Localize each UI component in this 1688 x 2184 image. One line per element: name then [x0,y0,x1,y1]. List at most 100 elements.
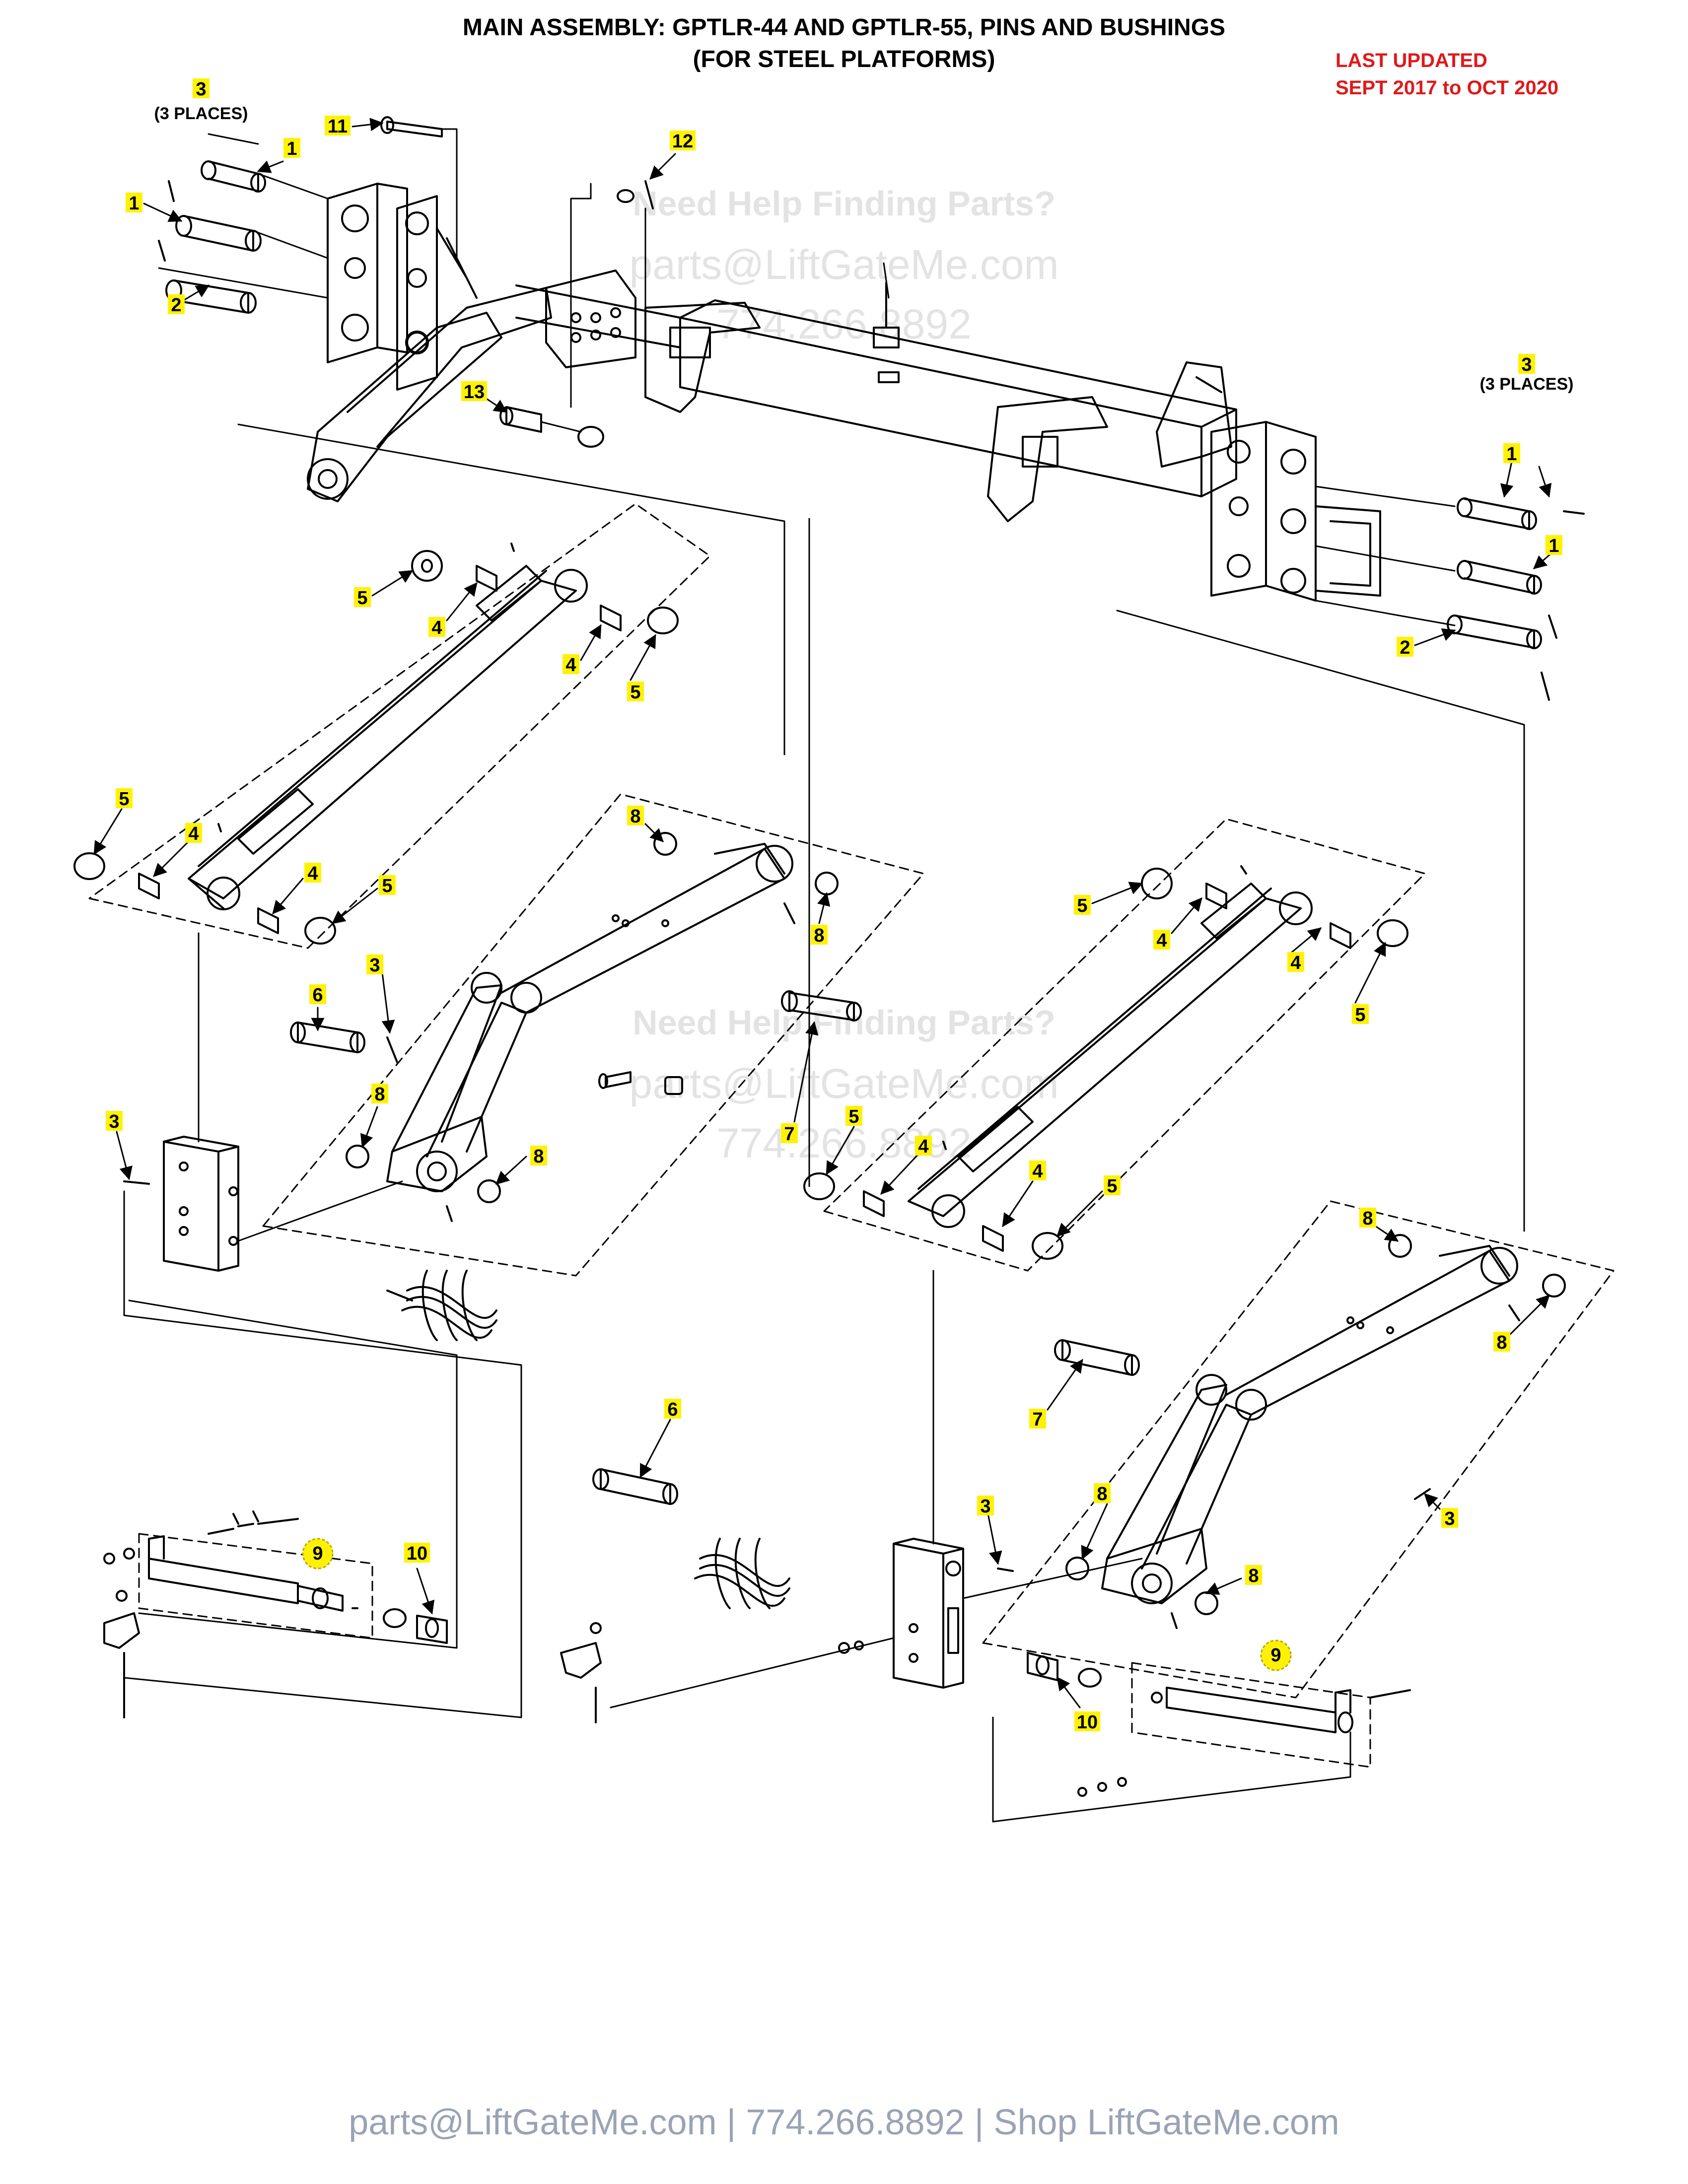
callout-number-24: 8 [374,1084,385,1105]
lower-left-latch [103,1510,448,1718]
last-updated-range: SEPT 2017 to OCT 2020 [1336,77,1559,99]
upper-left-link-arm [73,543,679,945]
callout-number-13: 4 [565,655,576,676]
callout-number-10: 2 [1400,637,1410,658]
callout-badge-5 [168,294,185,314]
callout-badge-22 [309,984,326,1004]
callout-number-41: 9 [312,1543,323,1564]
pin-6-upper [297,1022,358,1053]
callout-number-43: 6 [667,1399,678,1420]
spring-left [386,1270,497,1341]
callout-number-34: 5 [1355,1005,1365,1025]
callout-number-3: 12 [672,131,693,152]
callout-badge-15 [116,788,133,808]
center-lift-arm [346,832,839,1222]
callout-badge-16 [185,823,202,843]
page-title: MAIN ASSEMBLY: GPTLR-44 AND GPTLR-55, PI… [462,14,1226,41]
callout-leaders [93,118,1555,1708]
callout-badge-21 [366,955,383,974]
callout-number-23: 3 [109,1111,119,1132]
callout-number-19: 8 [630,806,640,827]
dashed-group-lower-left-latch [138,1533,373,1639]
callout-number-33: 4 [1290,953,1301,973]
callout-number-25: 8 [533,1146,544,1167]
callout-number-2: 11 [328,116,348,137]
callout-number-37: 7 [1032,1409,1043,1430]
dashed-group-center-arm [262,793,924,1277]
callout-badge-40 [1245,1565,1262,1585]
watermark-email-1: parts@LiftGateMe.com [629,241,1059,288]
upper-right-pins [1447,497,1585,701]
callout-badge-25 [530,1146,547,1165]
callout-number-20: 8 [814,925,824,946]
callout-number-18: 5 [382,876,392,896]
callout-badge-20 [811,925,828,945]
callout-badge-23 [106,1111,123,1131]
callout-number-11: 5 [357,588,367,609]
callout-badge-43 [664,1399,681,1419]
frame-leader-lines [158,128,1456,626]
callout-number-16: 4 [188,823,199,844]
assembly-centerlines [123,423,1525,1823]
watermark-help-1: Need Help Finding Parts? [633,184,1055,223]
dashed-group-upper-right-arm [823,818,1426,1272]
callout-badge-1 [283,138,300,158]
callout-badge-46 [1260,1639,1292,1671]
callout-badge-9 [1546,535,1562,555]
spring-center [694,1538,790,1609]
callout-number-28: 4 [918,1136,928,1157]
callout-badge-36 [1493,1332,1510,1352]
page-subtitle: (FOR STEEL PLATFORMS) [693,46,995,72]
callout-number-36: 8 [1496,1332,1507,1353]
callout-labels: 3111121213311254455445883638875445544588… [106,78,1562,1733]
callout-number-30: 5 [1107,1176,1117,1197]
callout-badge-2 [325,116,351,136]
callout-badge-39 [1094,1483,1111,1503]
dashed-group-upper-left-arm [88,503,711,949]
upper-left-pins [158,160,266,314]
callout-badge-10 [1397,637,1413,657]
callout-badge-28 [915,1136,932,1156]
washer-12 [617,189,634,203]
callout-badge-4 [126,193,142,212]
watermark-email-2: parts@LiftGateMe.com [629,1060,1059,1107]
callout-badge-30 [1104,1175,1121,1195]
callout-number-17: 4 [307,863,318,884]
callout-badge-19 [627,806,644,825]
callout-number-38: 3 [1444,1508,1455,1529]
watermark-help-2: Need Help Finding Parts? [633,1003,1055,1042]
last-updated-label: LAST UPDATED [1336,50,1487,71]
three-places-note-left: (3 PLACES) [154,104,248,123]
callout-number-26: 7 [784,1124,794,1145]
callout-badge-32 [1153,930,1170,950]
callout-number-21: 3 [369,955,380,976]
callout-number-15: 5 [119,789,129,810]
callout-badge-7 [1518,354,1535,374]
callout-badge-38 [1441,1508,1458,1528]
callout-number-44: 3 [980,1496,990,1517]
callout-number-7: 3 [1521,354,1532,375]
upper-right-link-arm [803,865,1408,1260]
left-mount-bracket [163,1136,239,1272]
callout-badge-31 [1074,895,1091,915]
dashed-group-lower-right-arm [982,1200,1615,1699]
callout-number-46: 9 [1270,1645,1281,1666]
callout-badge-41 [302,1538,334,1570]
callout-number-29: 4 [1032,1161,1043,1182]
pin-7-lower [1061,1339,1133,1376]
callout-number-27: 5 [848,1106,859,1127]
callout-badge-24 [371,1084,388,1103]
callout-number-8: 1 [1506,444,1517,465]
callout-badge-18 [379,875,396,895]
callout-number-9: 1 [1548,536,1559,556]
lower-right-lift-arm [1065,1234,1566,1629]
callout-number-6: 13 [464,382,485,403]
callout-number-12: 4 [431,617,442,638]
callout-badge-35 [1359,1208,1376,1228]
callout-number-40: 8 [1248,1566,1259,1586]
callout-badge-6 [461,381,487,401]
callout-number-22: 6 [312,985,323,1006]
callout-badge-42 [404,1543,430,1563]
callout-badge-45 [1074,1711,1100,1731]
